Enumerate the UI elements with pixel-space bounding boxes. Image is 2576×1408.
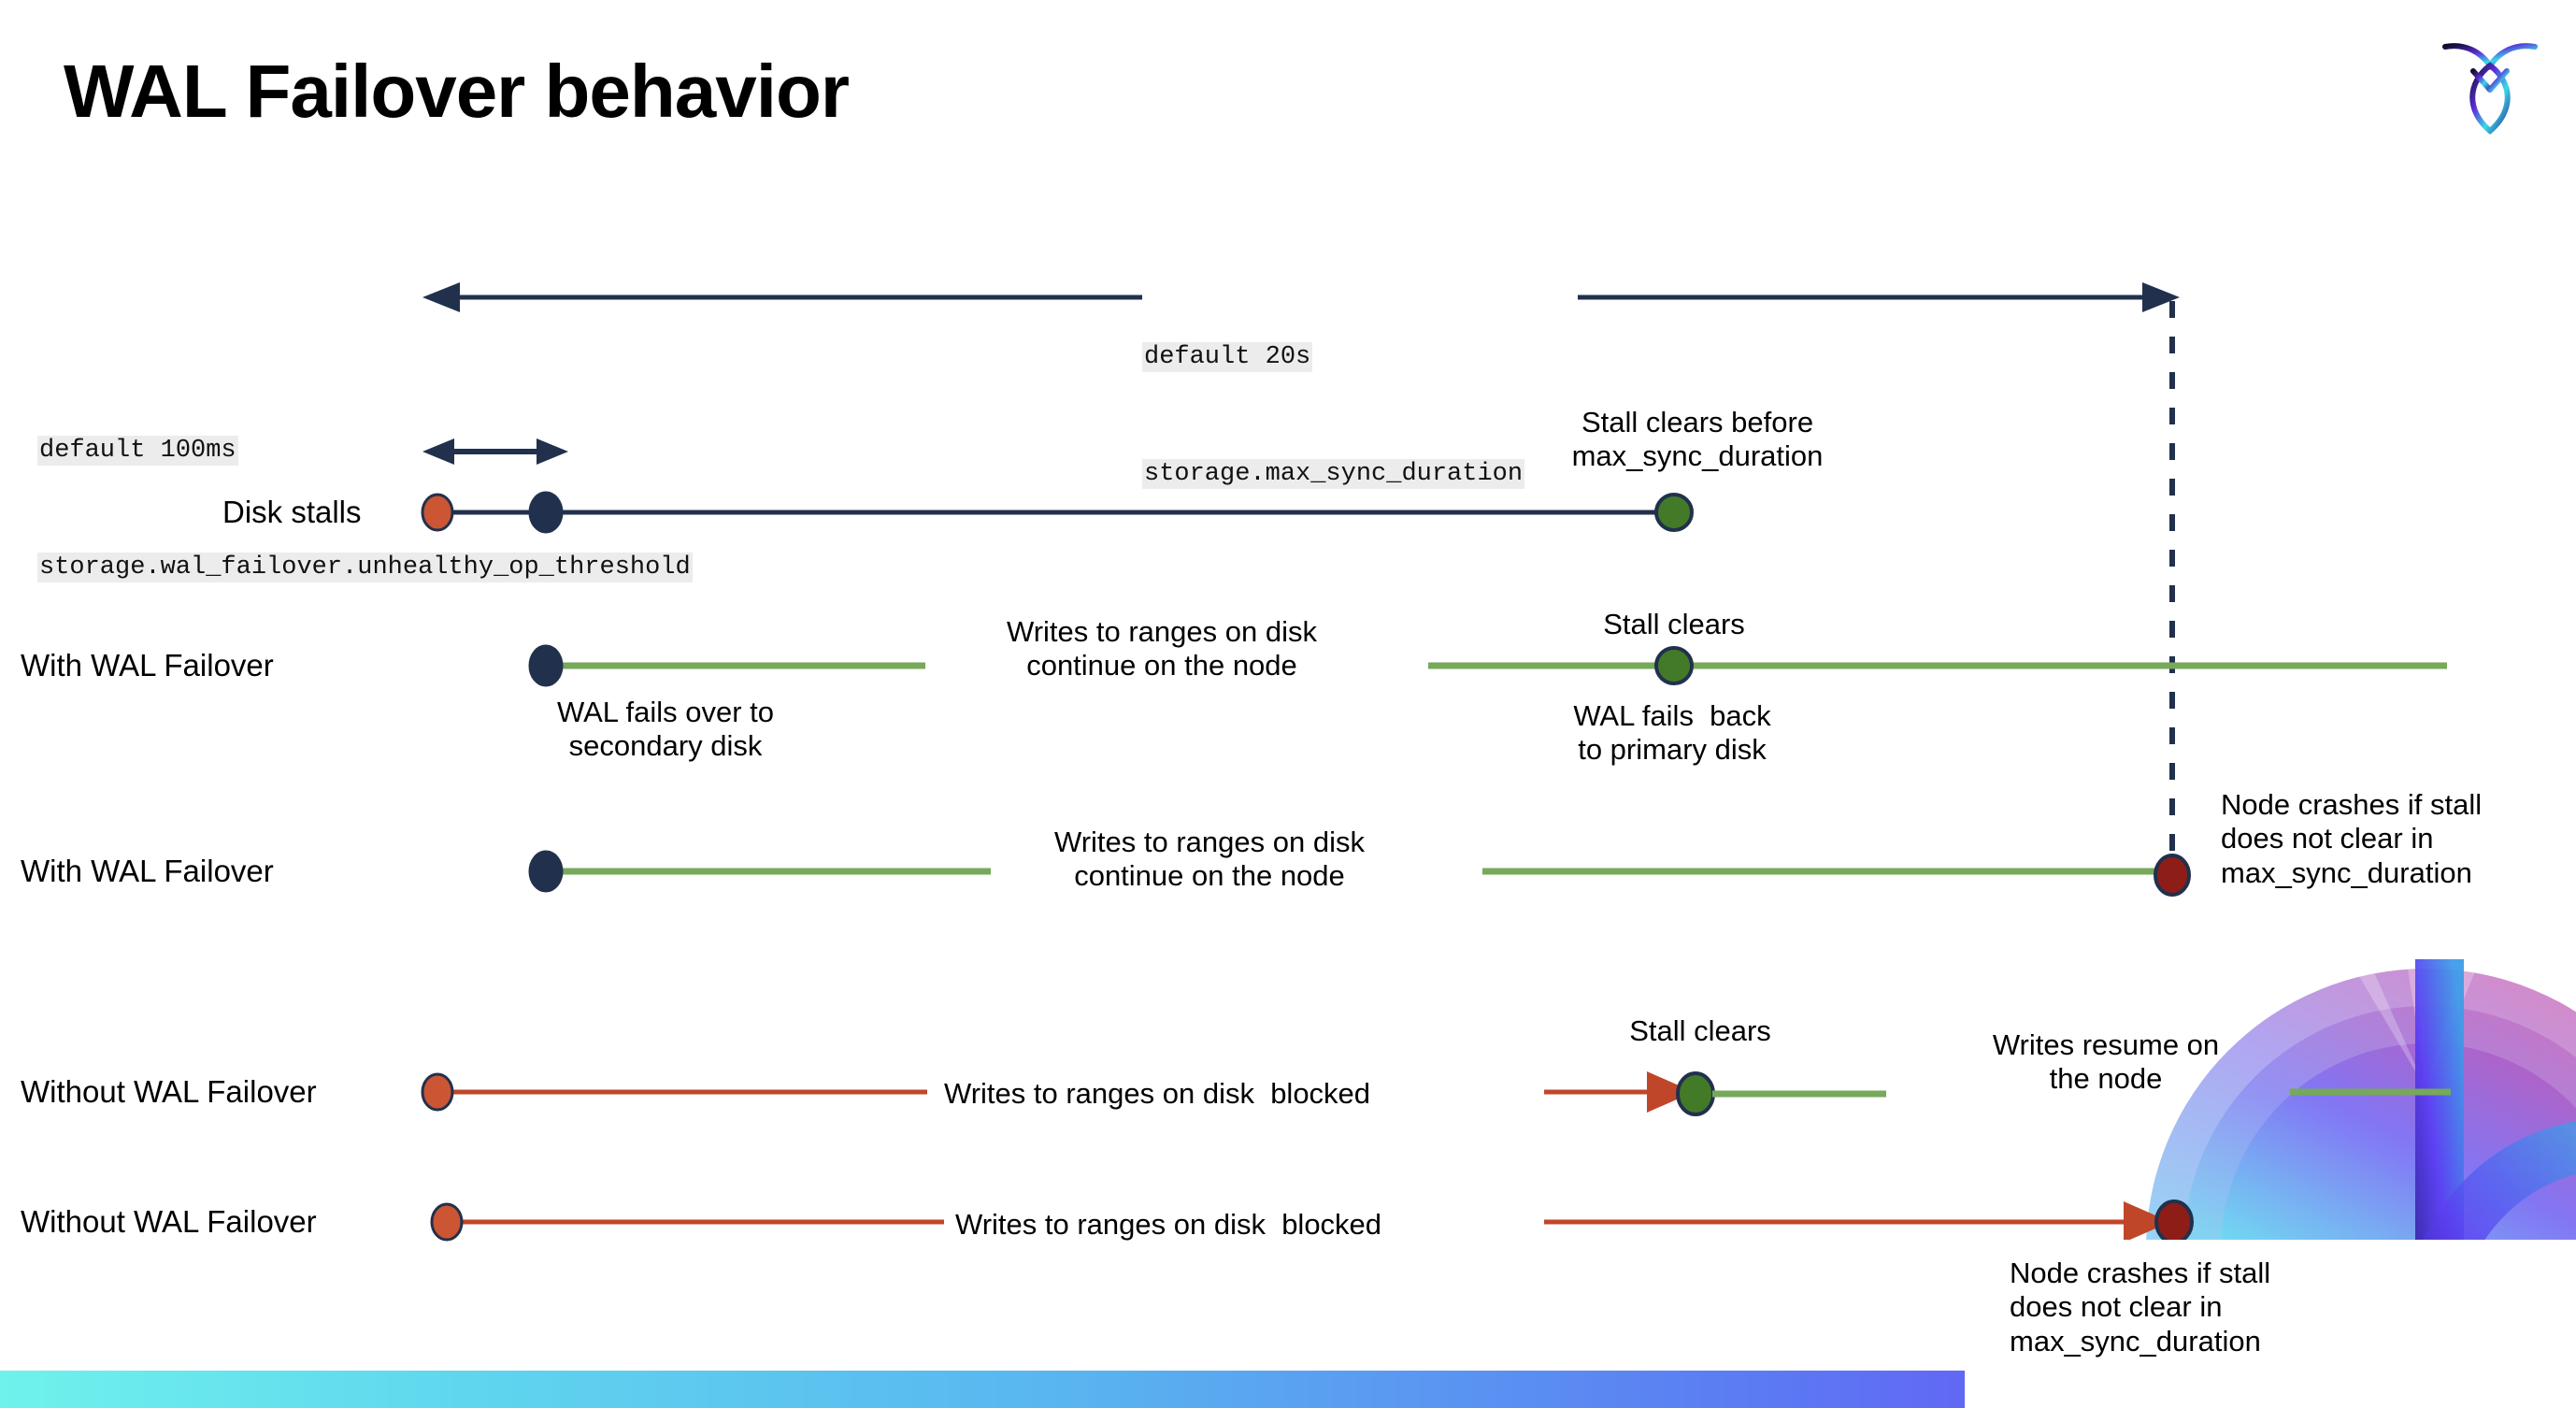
disk-stall-start-dot — [421, 493, 454, 532]
wal-failover-start-dot-row3 — [528, 850, 564, 893]
page-title: WAL Failover behavior — [64, 50, 850, 133]
annotation-writes-continue-row2: Writes to ranges on disk continue on the… — [1007, 615, 1317, 682]
annotation-writes-blocked-row5: Writes to ranges on disk blocked — [955, 1208, 1382, 1241]
unhealthy-op-default-label: default 100ms — [37, 435, 238, 466]
annotation-stall-clears-row4: Stall clears — [1629, 1014, 1771, 1047]
cockroachdb-logo-icon — [2436, 24, 2544, 140]
node-crash-dot-row5 — [2154, 1200, 2194, 1244]
annotation-writes-blocked-row4: Writes to ranges on disk blocked — [944, 1077, 1371, 1110]
row-without-wal-failover-crashes-timeline — [430, 1200, 2194, 1244]
setting-callout-max-sync-duration: default 20s storage.max_sync_duration — [1142, 260, 1525, 573]
row-disk-stalls-timeline — [421, 491, 1694, 534]
row-label-with-wal-failover-recovers: With WAL Failover — [21, 648, 274, 682]
row-label-disk-stalls: Disk stalls — [222, 495, 362, 529]
row-label-without-wal-failover-recovers: Without WAL Failover — [21, 1074, 317, 1109]
stall-clears-dot-row2 — [1654, 646, 1694, 685]
node-crash-dot-row3 — [2154, 854, 2191, 897]
annotation-writes-continue-row3: Writes to ranges on disk continue on the… — [1054, 826, 1365, 893]
annotation-stall-clears-before: Stall clears before max_sync_duration — [1571, 406, 1824, 473]
row-with-wal-failover-crashes-timeline — [528, 850, 2191, 897]
stall-clears-dot-row1 — [1654, 493, 1694, 532]
annotation-wal-fails-over: WAL fails over to secondary disk — [556, 696, 774, 763]
unhealthy-op-threshold-span-arrow — [422, 438, 568, 465]
disk-stall-start-dot-row5 — [430, 1202, 464, 1242]
row-with-wal-failover-recovers-timeline — [528, 644, 2447, 687]
max-sync-default-label: default 20s — [1142, 341, 1313, 372]
row-label-without-wal-failover-crashes: Without WAL Failover — [21, 1204, 317, 1239]
stall-clears-dot-row4 — [1676, 1071, 1715, 1116]
annotation-node-crashes-row5: Node crashes if stall does not clear in … — [2010, 1257, 2271, 1358]
disk-stall-start-dot-row4 — [421, 1072, 454, 1112]
max-sync-duration-span-arrow — [422, 282, 2180, 312]
annotation-node-crashes-row3: Node crashes if stall does not clear in … — [2221, 788, 2483, 889]
max-sync-setting-label: storage.max_sync_duration — [1142, 459, 1525, 490]
wal-failover-trigger-dot — [528, 491, 564, 534]
row-label-with-wal-failover-crashes: With WAL Failover — [21, 854, 274, 888]
wal-failover-start-dot-row2 — [528, 644, 564, 687]
annotation-writes-resume: Writes resume on the node — [1992, 1028, 2220, 1096]
setting-callout-unhealthy-op-threshold: default 100ms storage.wal_failover.unhea… — [37, 353, 693, 667]
node-crash-callout-box: Node crashes if stall does not clear in … — [1965, 1240, 2576, 1408]
annotation-wal-fails-back: WAL fails back to primary disk — [1573, 699, 1771, 767]
unhealthy-op-setting-label: storage.wal_failover.unhealthy_op_thresh… — [37, 553, 693, 583]
annotation-stall-clears-row2: Stall clears — [1603, 608, 1745, 640]
row-without-wal-failover-recovers-timeline — [421, 1071, 2451, 1116]
